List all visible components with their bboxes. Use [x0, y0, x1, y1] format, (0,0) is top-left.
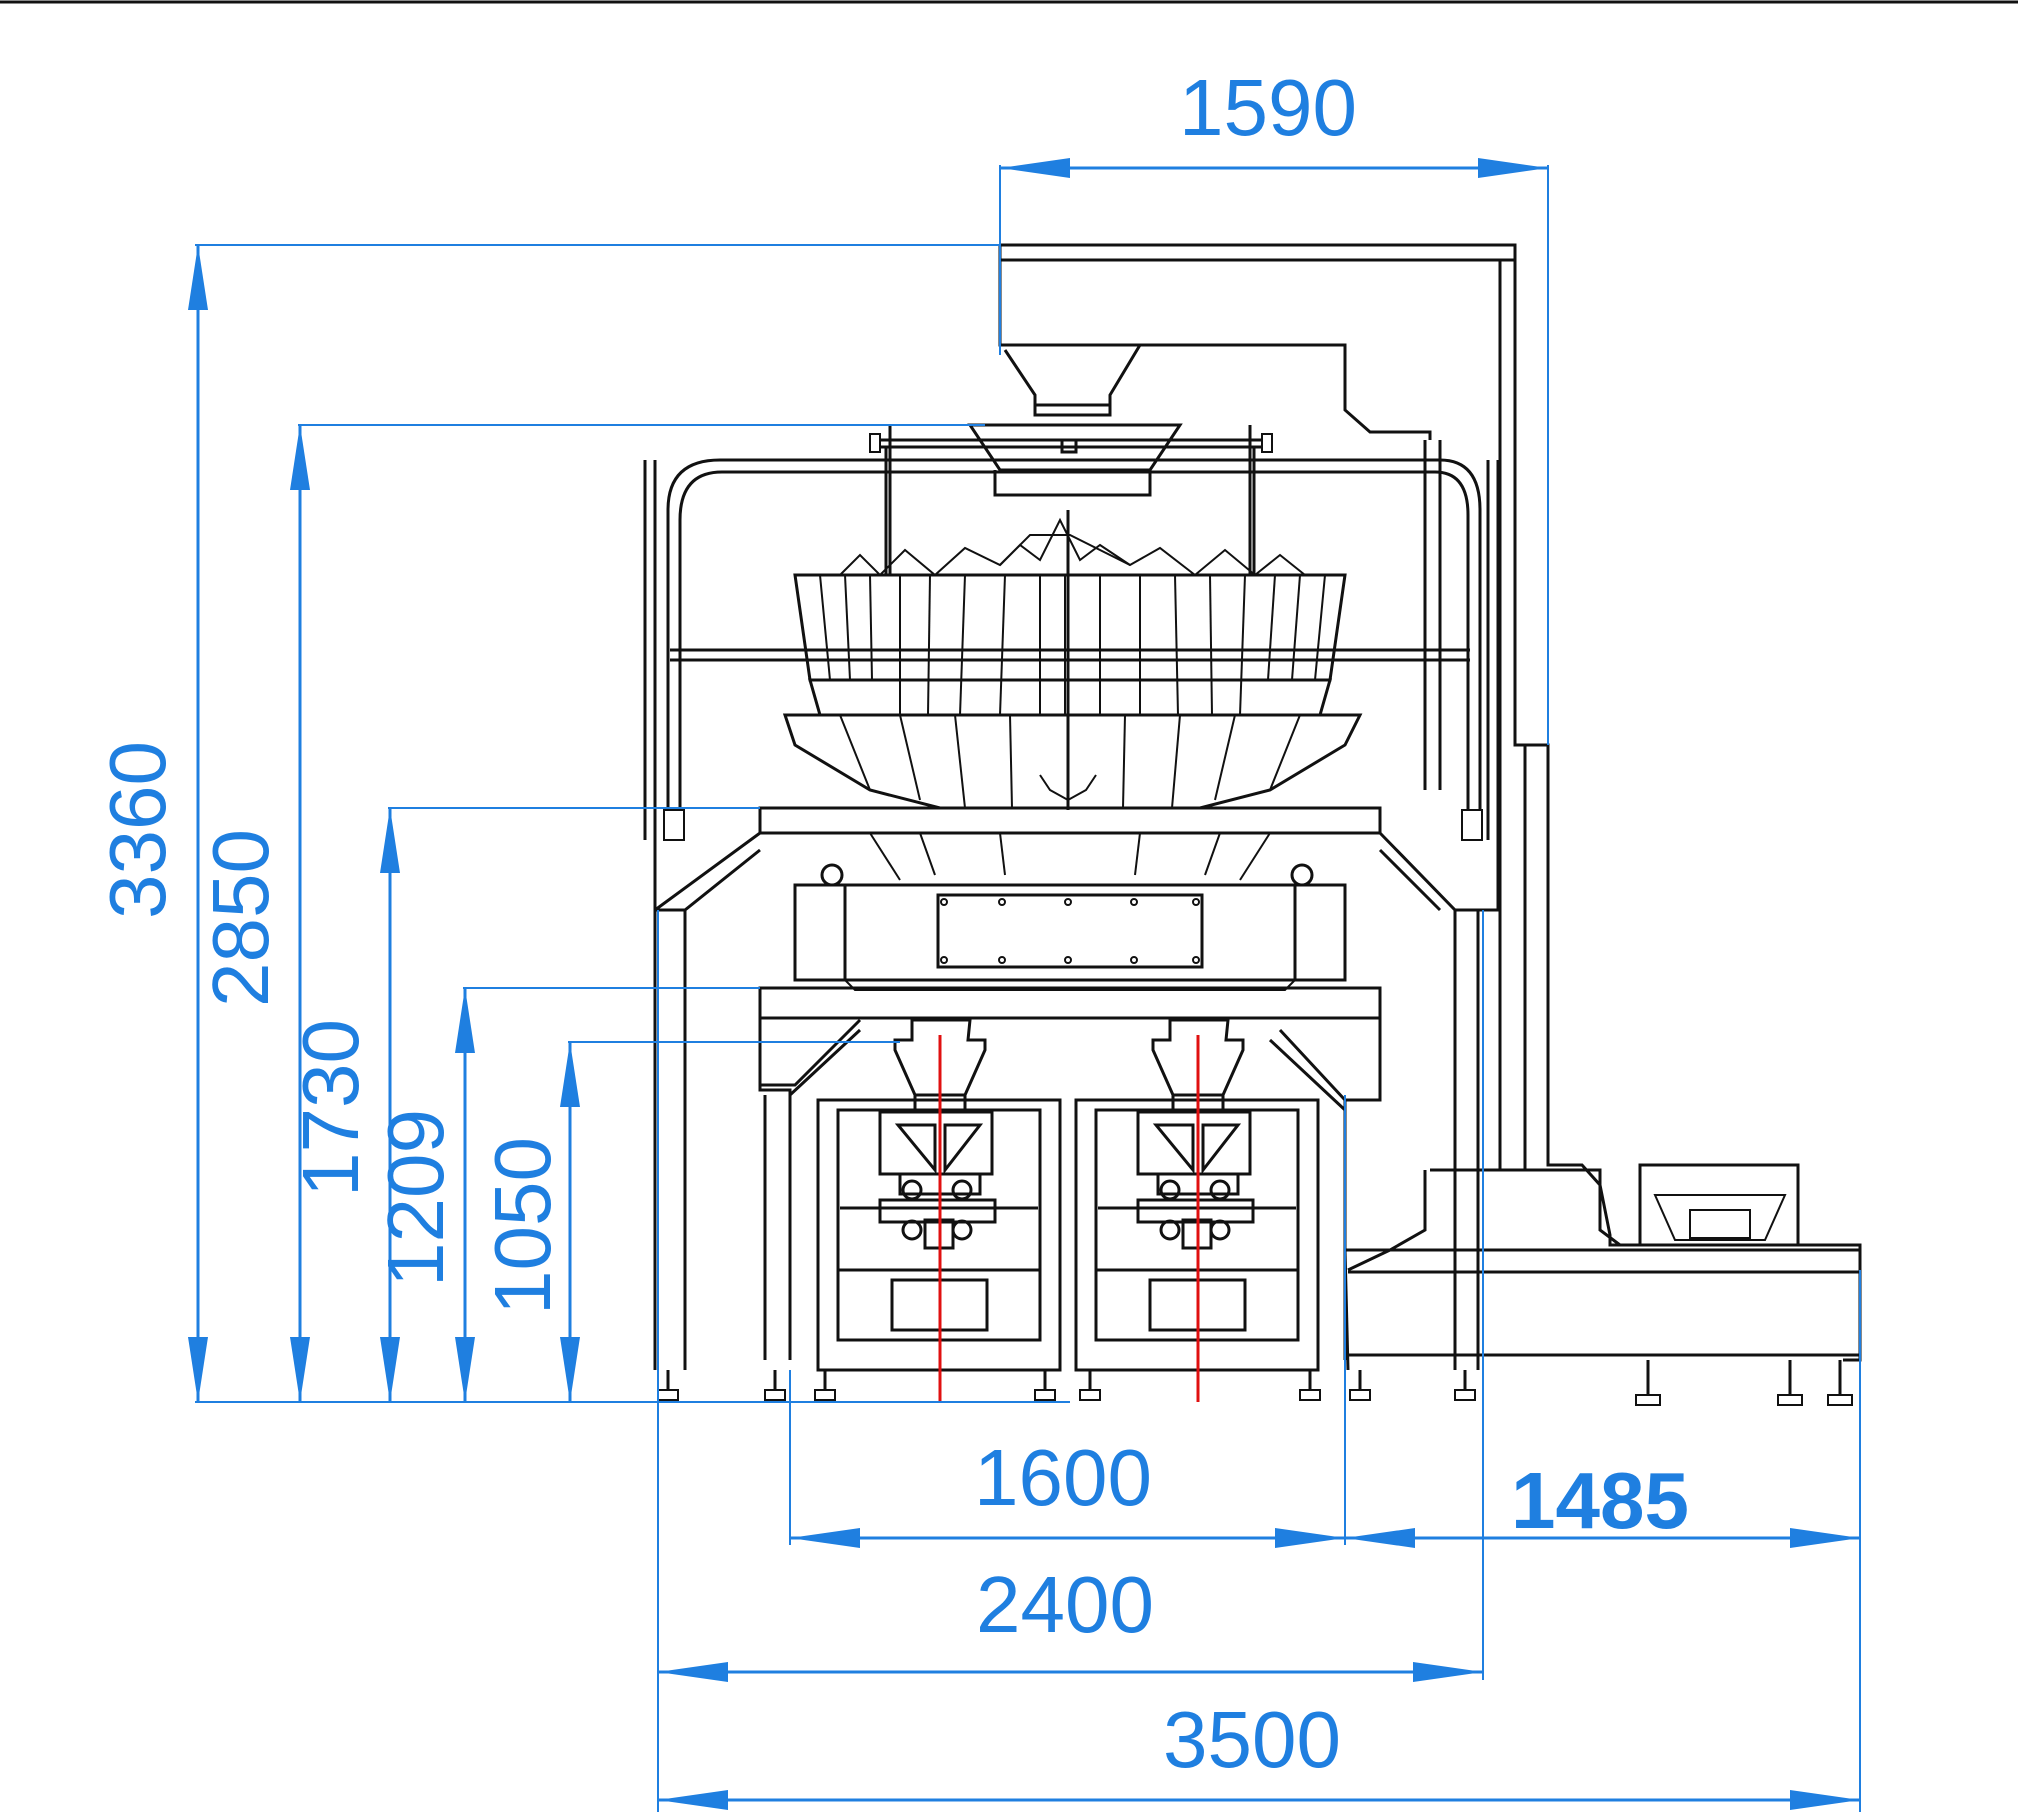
dim-label-1050: 1050 [478, 1137, 567, 1315]
dim-label-3360: 3360 [93, 741, 182, 919]
dim-label-2400: 2400 [976, 1560, 1154, 1649]
machine-outline [643, 243, 1862, 1406]
dimension-labels: 1590 3360 2850 1730 1209 1050 1600 1485 … [93, 63, 1689, 1784]
dim-label-1485: 1485 [1511, 1456, 1689, 1545]
dim-label-3500: 3500 [1163, 1695, 1341, 1784]
dim-label-1209: 1209 [371, 1109, 460, 1287]
dim-label-2850: 2850 [196, 829, 285, 1007]
dim-label-1600: 1600 [974, 1433, 1152, 1522]
dim-label-1590: 1590 [1179, 63, 1357, 152]
dimension-lines [188, 158, 1861, 1812]
dim-label-1730: 1730 [286, 1019, 375, 1197]
